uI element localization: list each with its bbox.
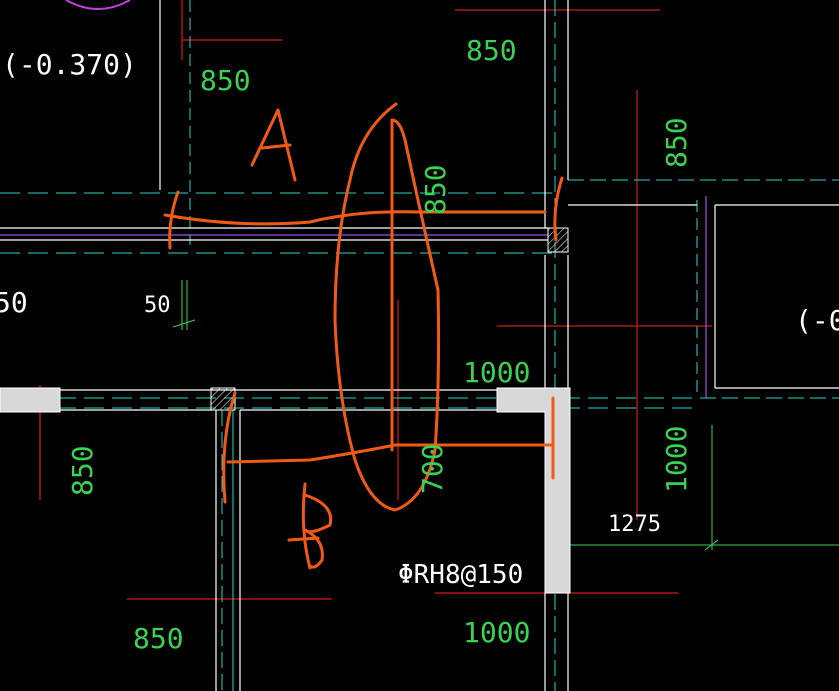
letter-b-bowl xyxy=(303,493,333,569)
letter-b-stem xyxy=(301,482,312,570)
dim-700-vertical: 700 xyxy=(416,443,449,494)
dim-850-top-center: 850 xyxy=(466,34,517,67)
column-hatch-bottom xyxy=(210,387,236,411)
leaf-outline xyxy=(333,102,441,512)
top-section-line xyxy=(163,210,547,226)
purple-lines xyxy=(0,0,707,398)
letter-a-crossbar xyxy=(260,143,292,150)
bottom-left-tick xyxy=(222,391,237,504)
top-left-tick xyxy=(168,190,180,250)
purple-circle-arc xyxy=(65,0,131,10)
elevation-label-left: (-0.370) xyxy=(2,48,137,81)
top-right-tick xyxy=(553,176,564,242)
column-hatch-top xyxy=(547,227,569,253)
dim-850-bottom-left: 850 xyxy=(133,622,184,655)
bottom-section-line xyxy=(226,443,554,464)
dim-1000-center: 1000 xyxy=(463,356,530,389)
dimension-line xyxy=(704,539,719,551)
letter-b-crossbar xyxy=(287,536,320,542)
dim-850-vertical-left: 850 xyxy=(66,445,99,496)
elevation-label-right: (-0 xyxy=(795,304,839,337)
rebar-spec-label: ΦRH8@150 xyxy=(398,560,523,590)
dimension-lines xyxy=(172,280,839,551)
hand-annotations xyxy=(163,102,564,570)
red-lines xyxy=(39,0,712,600)
hatched-columns xyxy=(210,227,569,411)
dim-850-top-left: 850 xyxy=(200,64,251,97)
letter-a-stroke xyxy=(250,108,297,182)
dim-850-vertical-center: 850 xyxy=(419,164,452,215)
dim-1000-bottom: 1000 xyxy=(463,616,530,649)
small-dimension-label: 50 xyxy=(144,293,171,318)
partial-dimension-left: 50 xyxy=(0,286,28,319)
dimension-line xyxy=(172,319,196,328)
dimension-label-1275: 1275 xyxy=(608,512,661,537)
dim-850-vertical-right: 850 xyxy=(660,117,693,168)
dim-1000-vertical-right: 1000 xyxy=(660,426,693,493)
wall-segment-left xyxy=(0,387,61,413)
